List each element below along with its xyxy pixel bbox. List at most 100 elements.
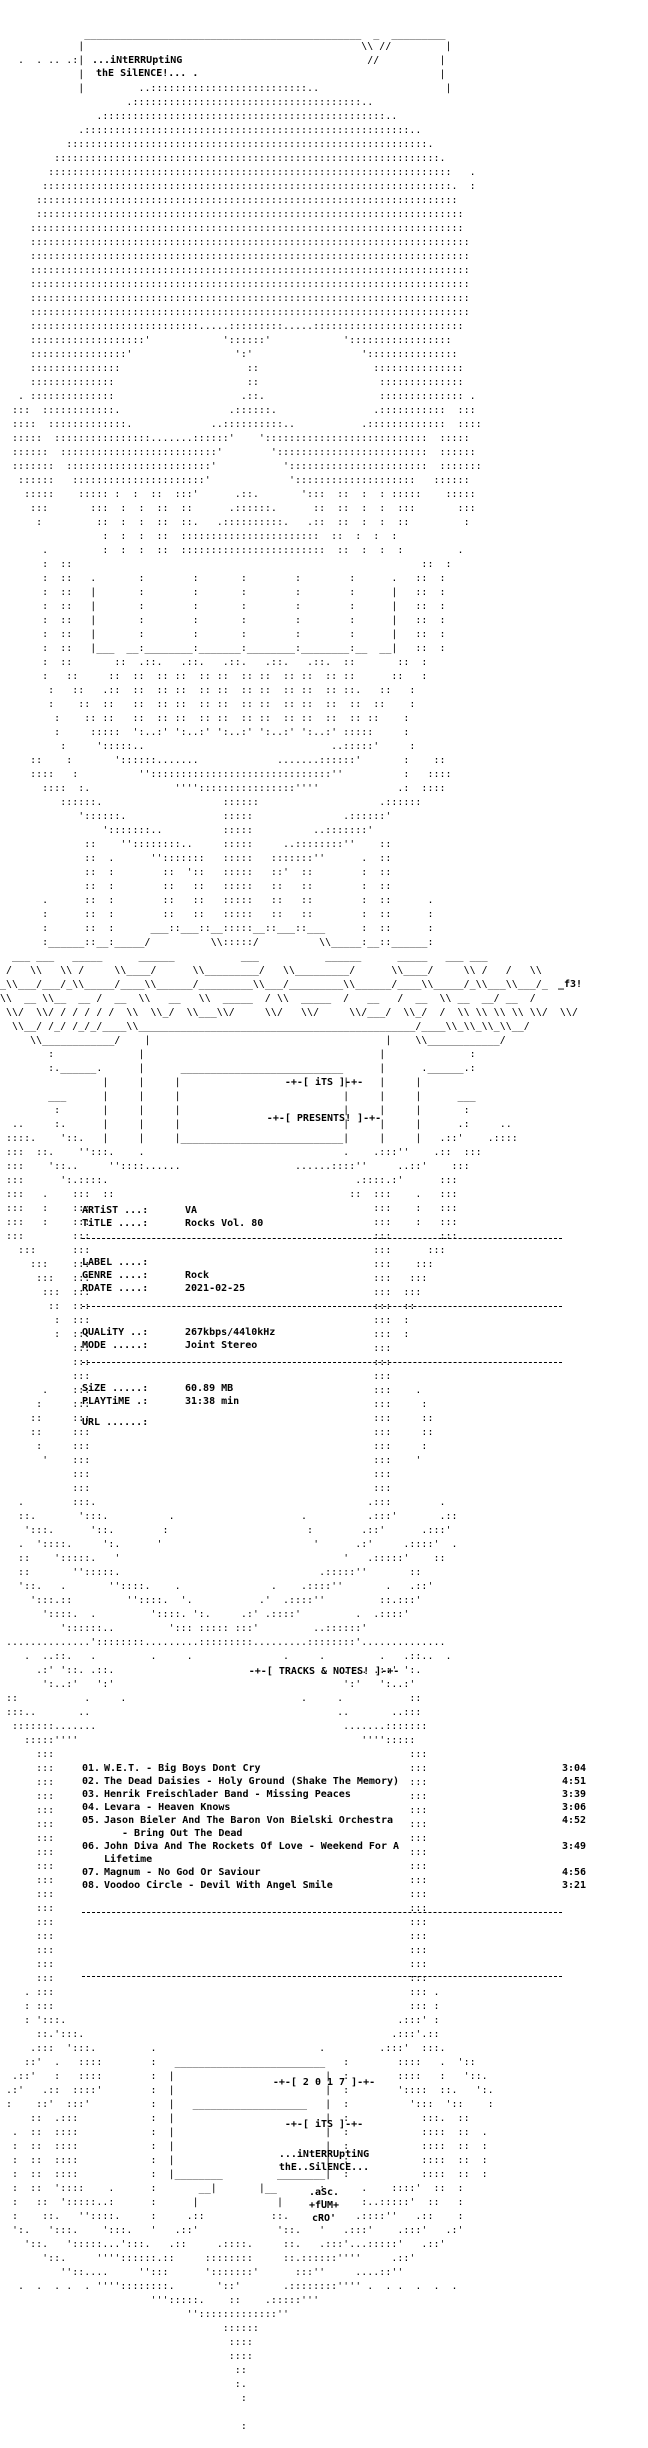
art-line: :::::::....... .......::::::: xyxy=(0,1721,428,1732)
track-number: 02. xyxy=(82,1776,101,1787)
art-line: ::::::::::::::::::::::::::::.....:::::::… xyxy=(0,321,464,332)
rdate-label: RDATE ....: xyxy=(82,1283,149,1294)
art-line: : ':::::.. ..:::::' : xyxy=(0,741,416,752)
label-label: LABEL ....: xyxy=(82,1257,149,1268)
footer-line-2: thE..SilENCE... xyxy=(278,2162,370,2173)
footer-tag-3: cRO' xyxy=(311,2213,337,2224)
track-number: 03. xyxy=(82,1789,101,1800)
art-line: '::. . ''::::. . . .::::'' . .::' xyxy=(0,1581,434,1592)
art-line: ''':::::. :: .:::::''' xyxy=(0,2295,320,2306)
art-line: :::::: xyxy=(0,2323,259,2334)
separator xyxy=(82,1912,562,1913)
art-line: | | xyxy=(0,69,446,80)
art-line: ::: ::: xyxy=(0,1875,428,1886)
art-line: . :: : :: :: ::::: :: :: : :: . xyxy=(0,895,434,906)
art-line: : | | | | | | : xyxy=(0,1105,470,1116)
track-number: 05. xyxy=(82,1815,101,1826)
art-line: : :: : ___::___::__:::::__::___::___ : :… xyxy=(0,923,434,934)
art-line: '::::::. ::::: .::::::' xyxy=(0,811,392,822)
art-line: . . . . . ''''::::::::. '::' .::::::::''… xyxy=(0,2281,458,2292)
art-line: ::: ::: ::: ::: xyxy=(0,1245,446,1256)
art-line: .:' .:: ::::' : | | : ':::: ::. ':. xyxy=(0,2085,494,2096)
art-line: : :: | : : : : : | :: : xyxy=(0,615,446,626)
art-line: : :: :: : xyxy=(0,559,452,570)
art-line: '::::. . '::::. ':. .:' .::::' . .::::' xyxy=(0,1609,410,1620)
track-number: 08. xyxy=(82,1880,101,1891)
header-line-1: ...iNtERRUptiNG xyxy=(92,55,183,66)
art-line: .::::::::::::::::::::::::::::::::::::::.… xyxy=(0,97,374,108)
art-line: ':::. '::. : : .::' .:::' xyxy=(0,1525,452,1536)
title-value: Rocks Vol. 80 xyxy=(185,1218,264,1229)
art-line: : ::' :::' : | ___________________ | : '… xyxy=(0,2099,494,2110)
art-line: : :: :: :: :: :: :: :: :: :: :: :: :: ::… xyxy=(0,699,416,710)
art-line: : :: :: :: :: :: :: :: :: :: :: :: :: ::… xyxy=(0,671,428,682)
track-time: 3:49 xyxy=(562,1841,587,1852)
artist-label: ARTiST ...: xyxy=(82,1205,149,1216)
its-footer-banner: -+-[ iTS ]-+- xyxy=(284,2119,364,2130)
track-number: 07. xyxy=(82,1867,101,1878)
art-line: ________________________________________… xyxy=(0,29,446,40)
footer-tag-1: .aSc. xyxy=(308,2187,340,2198)
playtime-value: 31:38 min xyxy=(185,1396,240,1407)
art-line: ___ ___ _____ ______ ___ ______ _____ __… xyxy=(0,951,488,962)
art-line: . :::. .::: . xyxy=(0,1497,446,1508)
art-line: : :: :::: : |________ ________| : :::: :… xyxy=(0,2169,488,2180)
mode-label: MODE .....: xyxy=(82,1340,149,1351)
art-line: :: xyxy=(0,2365,247,2376)
track-time: 4:56 xyxy=(562,1867,587,1878)
size-value: 60.89 MB xyxy=(185,1383,234,1394)
mode-value: Joint Stereo xyxy=(185,1340,258,1351)
art-line: : ::: ::: : xyxy=(0,1315,410,1326)
art-line: ':::.:: ''::::. '. .' .::::'' ::.:::' xyxy=(0,1595,422,1606)
art-line: :::: : ''::::::::::::::::::::::::::::::'… xyxy=(0,769,452,780)
art-line: : ':::. .:::' : xyxy=(0,2015,440,2026)
genre-label: GENRE ....: xyxy=(82,1270,149,1281)
track-title: W.E.T. - Big Boys Dont Cry xyxy=(104,1763,261,1774)
art-line: | | | | | | xyxy=(0,1077,422,1088)
art-line: ::::::::::::::::::::::::::::::::::::::::… xyxy=(0,307,470,318)
footer-tag-2: +fUM+ xyxy=(308,2200,340,2211)
art-line: ::: ::: xyxy=(0,1371,392,1382)
art-line: ::: ::. '':::. . . .:::'' .:: ::: xyxy=(0,1147,482,1158)
art-line: ::::::::::::::::::::::::::::::::::::::::… xyxy=(0,181,476,192)
art-line: ::::::::::::::::::::::::::::::::::::::::… xyxy=(0,209,464,220)
track-time: 3:04 xyxy=(562,1763,587,1774)
art-line: ::: ::: ::: ::: xyxy=(0,1231,458,1242)
art-line: :::::::::::::: :: :::::::::::::: xyxy=(0,377,464,388)
art-line: ::: ::: ::: ::: xyxy=(0,1273,428,1284)
art-line: : :: . : : : : : . :: : xyxy=(0,573,446,584)
art-line: . : : : :: :::::::::::::::::::::::: :: :… xyxy=(0,545,464,556)
art-line: ::: ::: xyxy=(0,1805,428,1816)
art-line: ::: '::.. ''::::...... ......::::'' ..::… xyxy=(0,1161,470,1172)
art-line: .::' : :::: : | | : :::: : '::. xyxy=(0,2071,488,2082)
art-line: ::: ::: xyxy=(0,1469,392,1480)
year-banner: -+-[ 2 0 1 7 ]-+- xyxy=(272,2077,376,2088)
art-line: :: ':::::. ' ' .:::::' :: xyxy=(0,1553,446,1564)
art-line: :.______. | ___________________________ … xyxy=(0,1063,476,1074)
art-line: '':::::::::::::'' xyxy=(0,2309,289,2320)
art-line: . ::: ::: . xyxy=(0,1987,440,1998)
footer-line-1: ...iNtERRUptiNG xyxy=(278,2149,370,2160)
art-line: :: . . . . :: xyxy=(0,1693,422,1704)
art-line: '::. ''''::::::.:: :::::::: ::.::::::'''… xyxy=(0,2253,416,2264)
art-line: ::: ::: xyxy=(0,1483,392,1494)
art-line: \\/ \\/ / / / / / \\ \\_/ \\___\\/ \\/ \… xyxy=(0,1007,578,1018)
art-line: . ::: ::: . xyxy=(0,1385,422,1396)
art-line: .. :. | | | | | | .: .. xyxy=(0,1119,512,1130)
separator xyxy=(82,1976,562,1977)
art-line: :______::__:_____/ \\:::::/ \\_____:__::… xyxy=(0,937,434,948)
art-line: .:' '::. .::. .::. .::' ':. xyxy=(0,1665,422,1676)
art-line: :::: xyxy=(0,2337,253,2348)
art-line: :: ::: ::: :: xyxy=(0,1413,434,1424)
art-line: ::::::::::::::: :: ::::::::::::::: xyxy=(0,363,464,374)
art-line: ::: ::: xyxy=(0,1763,428,1774)
art-line: ::::::::::::::::::::::::::::::::::::::::… xyxy=(0,139,434,150)
art-line: : :: :: :: :: :: :: :: :: :: :: :: :: ::… xyxy=(0,713,410,724)
artist-value: VA xyxy=(185,1205,198,1216)
separator xyxy=(82,1362,562,1363)
art-line: : ::::: ':..:' ':..:' ':..:' ':..:' ':..… xyxy=(0,727,410,738)
art-line: \\____________/ | | \\____________/ xyxy=(0,1035,506,1046)
art-line: ::: ::: ::: ::: xyxy=(0,1259,434,1270)
track-time: 3:06 xyxy=(562,1802,587,1813)
art-line: _\\___/___/_\\_____/____\\______/_______… xyxy=(0,979,548,990)
